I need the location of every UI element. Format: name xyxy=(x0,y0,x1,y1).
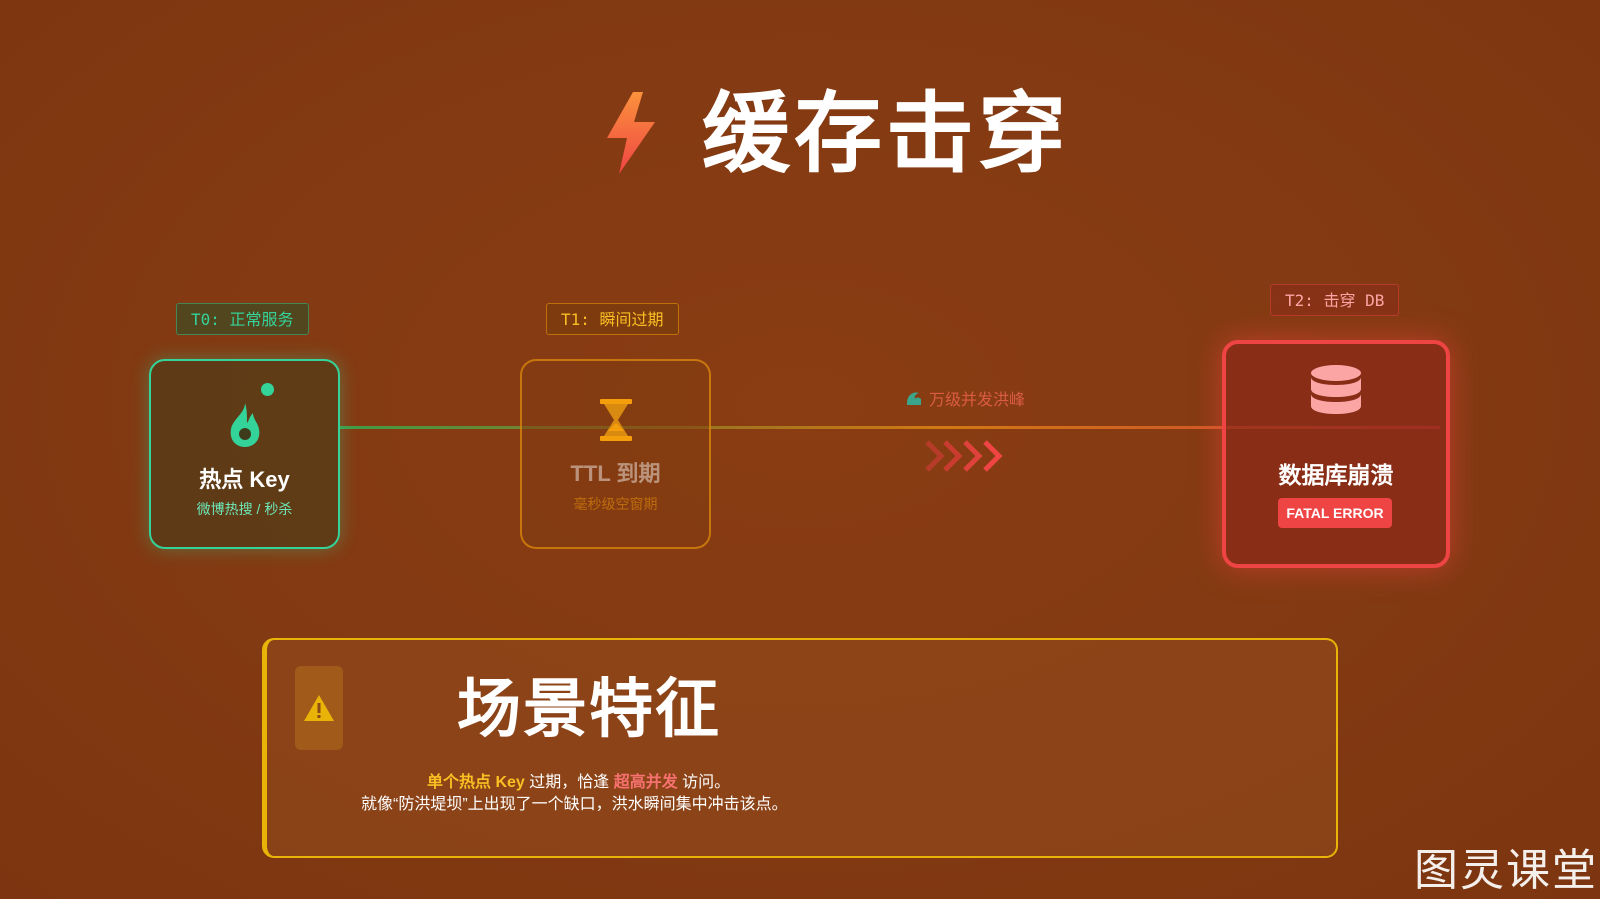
watermark-logo: 图灵课堂 xyxy=(1414,845,1598,896)
flood-label: 万级并发洪峰 xyxy=(929,392,1026,409)
fatal-error-badge: FATAL ERROR xyxy=(1278,498,1392,528)
stage-tag-t2: T2: 击穿 DB xyxy=(1270,284,1400,316)
hot-key-subtitle: 微博热搜 / 秒杀 xyxy=(196,501,293,517)
ttl-subtitle: 毫秒级空窗期 xyxy=(573,496,658,512)
line1-mid-text: 过期，恰逢 xyxy=(524,774,614,791)
ttl-expire-card: TTL 到期 毫秒级空窗期 xyxy=(520,359,711,549)
feature-description-line2: 就像“防洪堤坝”上出现了一个缺口，洪水瞬间集中冲击该点。 xyxy=(361,796,788,813)
db-crash-title: 数据库崩溃 xyxy=(1278,462,1394,488)
line1-end-text: 访问。 xyxy=(677,774,731,791)
database-icon xyxy=(1311,365,1361,414)
title-area: 缓存击穿 xyxy=(0,80,1600,190)
warning-icon-box xyxy=(295,666,343,750)
warning-icon xyxy=(304,695,334,721)
lightning-bolt-icon xyxy=(607,92,655,174)
ttl-title: TTL 到期 xyxy=(570,461,661,486)
page-title: 缓存击穿 xyxy=(702,82,1071,185)
stage-tag-t0: T0: 正常服务 xyxy=(176,303,309,335)
hourglass-icon xyxy=(600,399,632,441)
scenario-feature-panel: 场景特征 单个热点 Key 过期，恰逢 超高并发 访问。 就像“防洪堤坝”上出现… xyxy=(262,638,1338,858)
status-dot xyxy=(261,383,274,396)
flame-icon xyxy=(230,403,260,447)
hot-key-card: 热点 Key 微博热搜 / 秒杀 xyxy=(149,359,340,549)
stage-tag-t1: T1: 瞬间过期 xyxy=(546,303,679,335)
chevron-arrows-icon xyxy=(925,440,1003,472)
feature-description-line1: 单个热点 Key 过期，恰逢 超高并发 访问。 xyxy=(427,768,730,792)
hot-key-title: 热点 Key xyxy=(199,467,290,492)
wave-icon xyxy=(907,392,921,405)
high-concurrency-highlight: 超高并发 xyxy=(613,774,678,791)
database-crash-card: 数据库崩溃 FATAL ERROR xyxy=(1222,340,1450,568)
flow-connector-line xyxy=(340,426,1440,429)
hot-key-highlight: 单个热点 Key xyxy=(427,774,525,791)
feature-title: 场景特征 xyxy=(457,673,721,747)
